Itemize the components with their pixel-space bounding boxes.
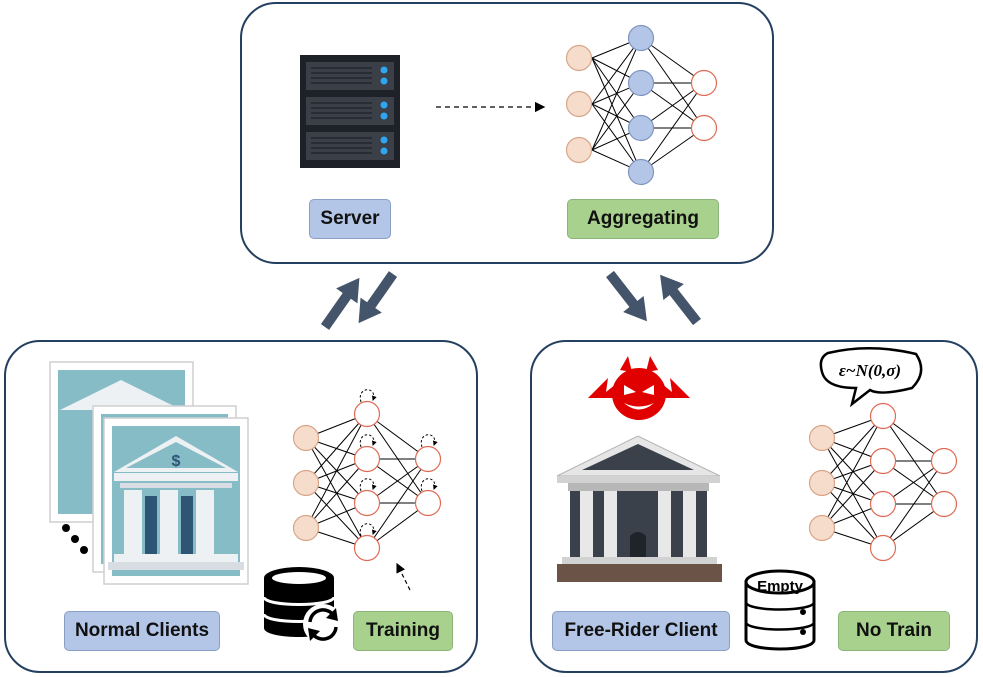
- database-empty-icon: Empty: [744, 569, 816, 651]
- devil-icon: [588, 356, 690, 420]
- normal-clients-label: Normal Clients: [64, 611, 220, 651]
- bank-icon: $: [49, 361, 249, 585]
- aggregating-label: Aggregating: [567, 199, 719, 239]
- svg-text:$: $: [172, 453, 181, 470]
- neural-network-icon: [565, 24, 718, 186]
- free-rider-client-label: Free-Rider Client: [552, 611, 730, 651]
- database-sync-icon: [262, 567, 343, 644]
- upload-download-arrows: [320, 270, 701, 330]
- neural-network-icon: [808, 402, 958, 562]
- server-rack-icon: [300, 55, 400, 168]
- server-label: Server: [309, 199, 391, 239]
- empty-label: Empty: [757, 578, 804, 595]
- noise-formula: ε~N(0,σ): [839, 361, 901, 380]
- training-label: Training: [353, 611, 453, 651]
- speech-bubble-icon: ε~N(0,σ): [819, 347, 923, 408]
- down-arrow-left: [358, 271, 398, 324]
- neural-network-icon: [292, 389, 442, 591]
- down-arrow-right: [606, 270, 647, 322]
- up-arrow-right: [660, 274, 701, 326]
- up-arrow-left: [320, 277, 360, 330]
- bank-icon: [556, 435, 722, 582]
- no-train-label: No Train: [838, 611, 950, 651]
- ellipsis-dots: [62, 524, 88, 554]
